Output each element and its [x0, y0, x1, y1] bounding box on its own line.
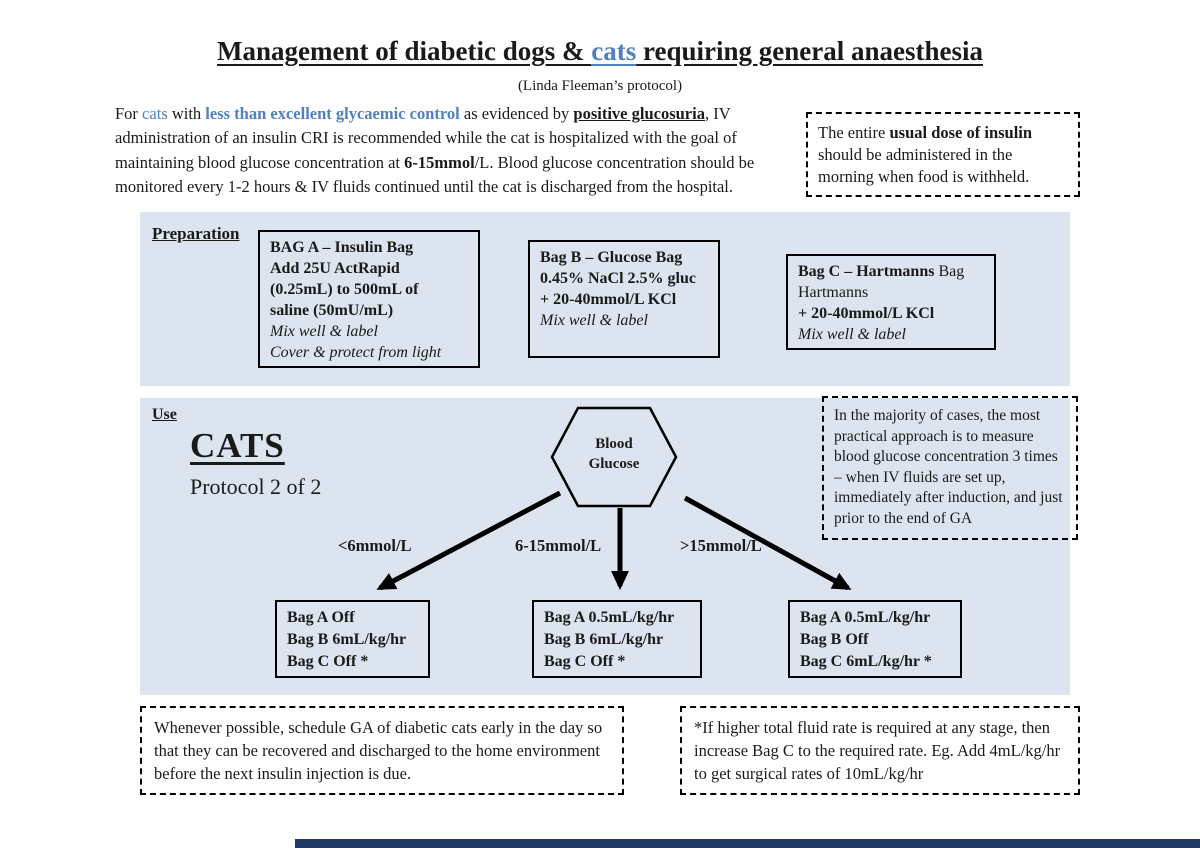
fluid-rate-note: *If higher total fluid rate is required … [680, 706, 1080, 796]
insulin-note-seg-1: The entire [818, 123, 890, 142]
insulin-note-seg-2: usual dose of insulin [889, 123, 1033, 142]
result-mid-line-1: Bag A 0.5mL/kg/hr [544, 609, 675, 626]
intro-seg-cats: cats [142, 104, 168, 123]
intro-seg-glycaemic: less than excellent glycaemic control [205, 104, 460, 123]
schedule-note: Whenever possible, schedule GA of diabet… [140, 706, 624, 796]
result-low-line-2: Bag B 6mL/kg/hr [287, 631, 407, 648]
preparation-heading: Preparation [152, 224, 240, 243]
bag-b-line-2: 0.45% NaCl 2.5% gluc [540, 270, 696, 287]
result-low-line-1: Bag A Off [287, 609, 355, 626]
title-text-post: requiring general anaesthesia [636, 36, 983, 66]
bag-b-line-3: + 20-40mmol/L KCl [540, 291, 677, 308]
bag-a-line-2: Add 25U ActRapid [270, 260, 400, 277]
bag-a-line-3: (0.25mL) to 500mL of [270, 281, 419, 298]
bag-c-line-2: Hartmanns [798, 284, 869, 301]
result-box-high: Bag A 0.5mL/kg/hr Bag B Off Bag C 6mL/kg… [788, 600, 962, 678]
result-box-mid: Bag A 0.5mL/kg/hr Bag B 6mL/kg/hr Bag C … [532, 600, 702, 678]
decision-arrows [376, 490, 852, 591]
result-high-line-3: Bag C 6mL/kg/hr * [800, 653, 932, 670]
bottom-bar [295, 839, 1200, 848]
blood-glucose-decision-node: Blood Glucose [550, 406, 678, 508]
branch-label-high: >15mmol/L [680, 536, 762, 555]
intro-paragraph: For cats with less than excellent glycae… [115, 102, 787, 199]
title-text-cats: cats [591, 36, 637, 66]
insulin-dose-note: The entire usual dose of insulin should … [806, 112, 1080, 198]
bag-c-box: Bag C – Hartmanns Bag Hartmanns + 20-40m… [786, 254, 996, 350]
use-heading: Use [152, 406, 177, 423]
insulin-note-seg-3: should be administered in the morning wh… [818, 144, 1030, 186]
intro-seg-5: as evidenced by [459, 104, 574, 123]
bag-b-box: Bag B – Glucose Bag 0.45% NaCl 2.5% gluc… [528, 240, 720, 358]
use-panel: Use CATS Protocol 2 of 2 Blood Glucose I… [140, 396, 1078, 695]
bag-c-title-bold: Bag C – Hartmanns [798, 263, 935, 280]
result-box-low: Bag A Off Bag B 6mL/kg/hr Bag C Off * [275, 600, 430, 678]
protocol-number: Protocol 2 of 2 [190, 474, 322, 499]
result-high-line-2: Bag B Off [800, 631, 869, 648]
bag-b-title: Bag B – Glucose Bag [540, 249, 683, 266]
bag-c-line-3: + 20-40mmol/L KCl [798, 305, 935, 322]
hexagon-shape [550, 406, 678, 508]
preparation-panel: Preparation BAG A – Insulin Bag Add 25U … [140, 212, 1070, 386]
result-mid-line-2: Bag B 6mL/kg/hr [544, 631, 664, 648]
bag-a-line-4: saline (50mU/mL) [270, 302, 394, 319]
result-high-line-1: Bag A 0.5mL/kg/hr [800, 609, 931, 626]
page-subtitle: (Linda Fleeman’s protocol) [517, 78, 683, 94]
title-text-pre: Management of diabetic dogs & [217, 36, 592, 66]
bag-c-title-rest: Bag [934, 263, 965, 280]
bag-b-instruction: Mix well & label [540, 312, 648, 329]
branch-label-low: <6mmol/L [338, 536, 412, 555]
bag-a-title: BAG A – Insulin Bag [270, 239, 414, 256]
page-title: Management of diabetic dogs & cats requi… [0, 36, 1200, 67]
bag-a-instruction-1: Mix well & label [270, 323, 378, 340]
species-heading: CATS [190, 426, 285, 465]
measure-times-note: In the majority of cases, the most pract… [822, 396, 1078, 540]
intro-seg-range: 6-15mmol [404, 152, 475, 172]
bag-c-instruction: Mix well & label [798, 326, 906, 343]
bag-a-box: BAG A – Insulin Bag Add 25U ActRapid (0.… [258, 230, 480, 368]
bag-a-instruction-2: Cover & protect from light [270, 344, 442, 361]
intro-seg-9: /L. Blood glucose concentration should b… [115, 152, 755, 196]
intro-seg-1: For [115, 104, 143, 123]
intro-seg-glucosuria: positive glucosuria [573, 104, 705, 123]
result-low-line-3: Bag C Off * [287, 653, 369, 670]
intro-seg-3: with [167, 104, 206, 123]
bag-c-title: Bag C – Hartmanns Bag [798, 261, 984, 282]
blood-glucose-label: Blood Glucose [588, 436, 640, 473]
intro-seg-7: , IV administration of an insulin CRI is… [115, 104, 737, 172]
result-mid-line-3: Bag C Off * [544, 653, 626, 670]
branch-label-mid: 6-15mmol/L [515, 536, 602, 555]
